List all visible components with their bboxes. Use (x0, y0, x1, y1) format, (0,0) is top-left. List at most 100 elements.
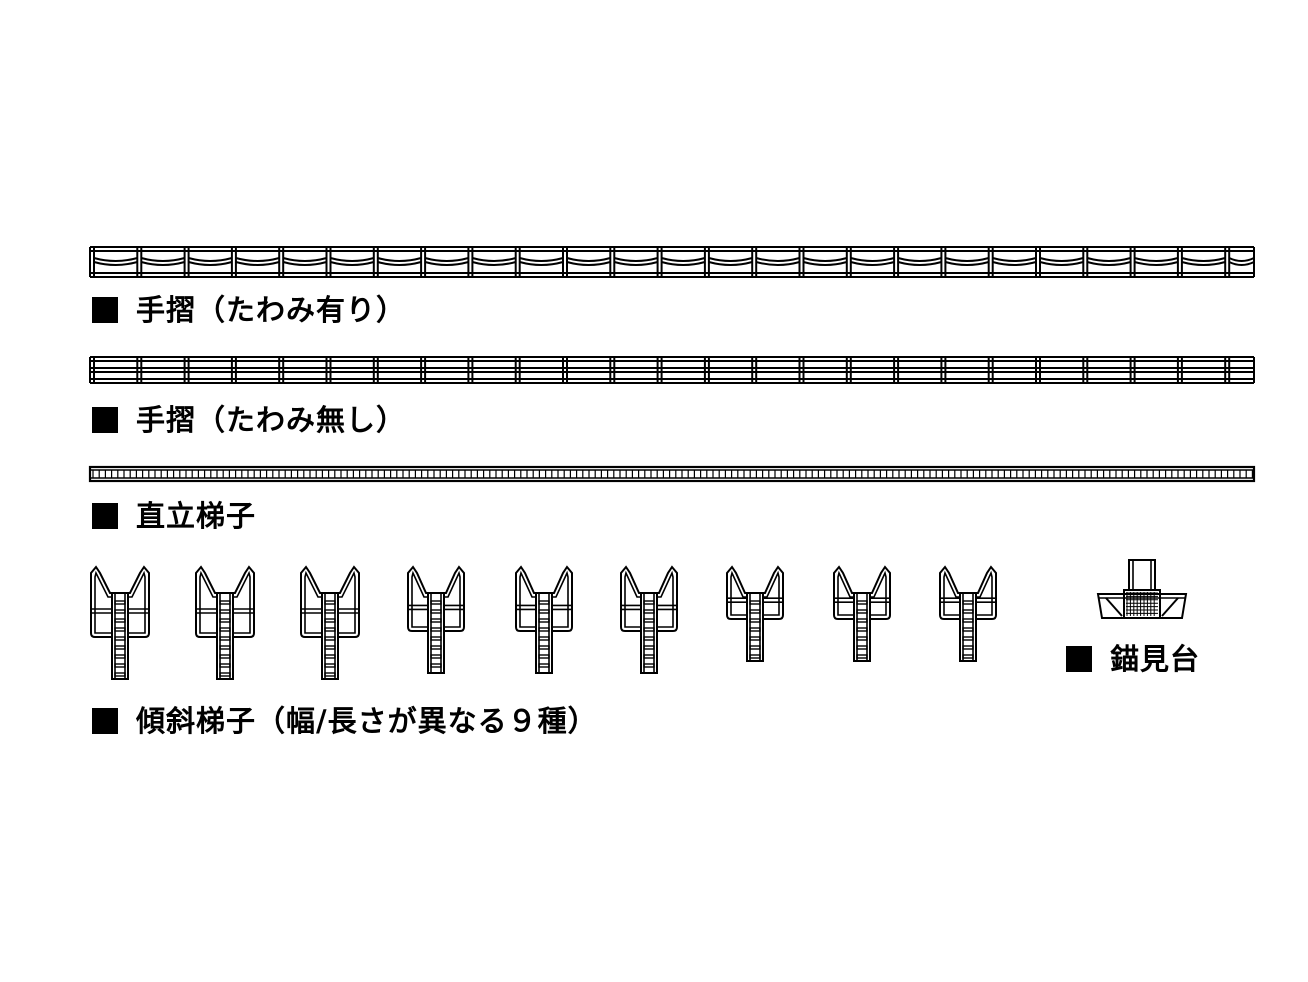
ladder-frame (620, 565, 678, 632)
inclined-ladder (90, 565, 150, 680)
ladder-rung (324, 636, 336, 641)
ladder-rung (430, 627, 442, 632)
black-square-icon (92, 503, 118, 529)
inclined-ladder (726, 565, 784, 662)
ladder-rung (219, 618, 231, 623)
ladder-rung (643, 663, 655, 668)
anchor-stand-caption: 錨見台 (1066, 641, 1200, 677)
ladder-rung (962, 654, 974, 659)
sagging-rail (1134, 261, 1179, 266)
ladder-rung (856, 645, 868, 650)
ladder-rung (856, 627, 868, 632)
ladder-rung (749, 627, 761, 632)
handrail-nosag-label: 手摺（たわみ無し） (136, 403, 407, 437)
ladder-rung (749, 618, 761, 623)
sagging-rail (566, 257, 611, 262)
ladder-rung (962, 627, 974, 632)
ladder-rung (962, 645, 974, 650)
ladder-rung (962, 636, 974, 641)
ladder-rung (219, 654, 231, 659)
brace-left (1105, 597, 1123, 617)
sagging-rail (803, 261, 848, 266)
inclined-ladder (620, 565, 678, 674)
ladder-rung (324, 627, 336, 632)
stand-platform (1096, 593, 1188, 619)
ladder-rung (324, 618, 336, 623)
sagging-rail (235, 261, 280, 266)
sagging-rail (661, 257, 706, 262)
sagging-rail (141, 261, 185, 266)
sagging-rail (1181, 257, 1226, 262)
ladder-rung (962, 609, 974, 614)
ladder-rung (962, 600, 974, 605)
ladder-rung (219, 645, 231, 650)
sagging-rail (519, 261, 564, 266)
anchor-stand-label: 錨見台 (1110, 642, 1201, 676)
grating (1126, 592, 1158, 616)
sagging-rail (945, 261, 989, 266)
ladder-rung (643, 636, 655, 641)
ladder-rung (114, 627, 126, 632)
sagging-rail (614, 257, 658, 262)
sagging-rail (566, 261, 611, 266)
ladder-rung (538, 636, 550, 641)
sagging-rail (93, 257, 138, 262)
sagging-rail (1039, 257, 1084, 262)
black-square-icon (92, 708, 118, 734)
sagging-rail (850, 261, 895, 266)
ladder-rung (114, 600, 126, 605)
ladder-rung (538, 654, 550, 659)
ladder-rung (538, 663, 550, 668)
ladder-frame (833, 565, 891, 620)
handrail-nosag-caption: 手摺（たわみ無し） (92, 402, 406, 438)
sagging-rail (850, 257, 895, 262)
black-square-icon (1066, 646, 1092, 672)
ladder-rung (538, 627, 550, 632)
ladder-rung (749, 654, 761, 659)
sagging-rail (614, 261, 658, 266)
ladder-frame (939, 565, 997, 620)
handrail-nosag-drawing (89, 356, 1255, 384)
sagging-rail (330, 261, 375, 266)
ladder-rung (856, 654, 868, 659)
inclined-ladder-caption: 傾斜梯子（幅/長さが異なる９種） (92, 703, 598, 739)
sagging-rail (897, 257, 942, 262)
ladder-frame (300, 565, 360, 638)
ladder-rung (430, 654, 442, 659)
sagging-rail (661, 261, 706, 266)
ladder-frame (90, 565, 150, 638)
sagging-rail (992, 257, 1037, 262)
sagging-rail (282, 261, 327, 266)
ladder-rung (430, 636, 442, 641)
sagging-rail (708, 257, 753, 262)
ladder-rung (219, 636, 231, 641)
inclined-ladder (515, 565, 573, 674)
ladder-rung (324, 672, 336, 677)
handrail-sag-label: 手摺（たわみ有り） (136, 293, 407, 327)
handrail-sag-drawing (89, 246, 1255, 278)
sagging-rail (235, 257, 280, 262)
ladder-rung (324, 654, 336, 659)
sagging-rail (472, 257, 516, 262)
ladder-rung (324, 600, 336, 605)
vertical-ladder-drawing (88, 465, 1256, 483)
sagging-rail (377, 261, 422, 266)
ladder-rung (749, 636, 761, 641)
ladder-frame (726, 565, 784, 620)
sagging-rail (992, 261, 1037, 266)
handrail-sag-caption: 手摺（たわみ有り） (92, 292, 406, 328)
ladder-rung (114, 654, 126, 659)
anchor-stand-drawing (1096, 559, 1188, 619)
ladder-rung (643, 609, 655, 614)
ladder-rung (856, 600, 868, 605)
ladder-rung (643, 627, 655, 632)
ladder-rung (114, 672, 126, 677)
sagging-rail (897, 261, 942, 266)
inclined-ladder (939, 565, 997, 662)
sagging-rail (141, 257, 185, 262)
ladder-rung (219, 672, 231, 677)
ladder-rung (219, 663, 231, 668)
inclined-ladder (195, 565, 255, 680)
sagging-rail (1228, 261, 1255, 266)
sagging-rail (1039, 261, 1084, 266)
